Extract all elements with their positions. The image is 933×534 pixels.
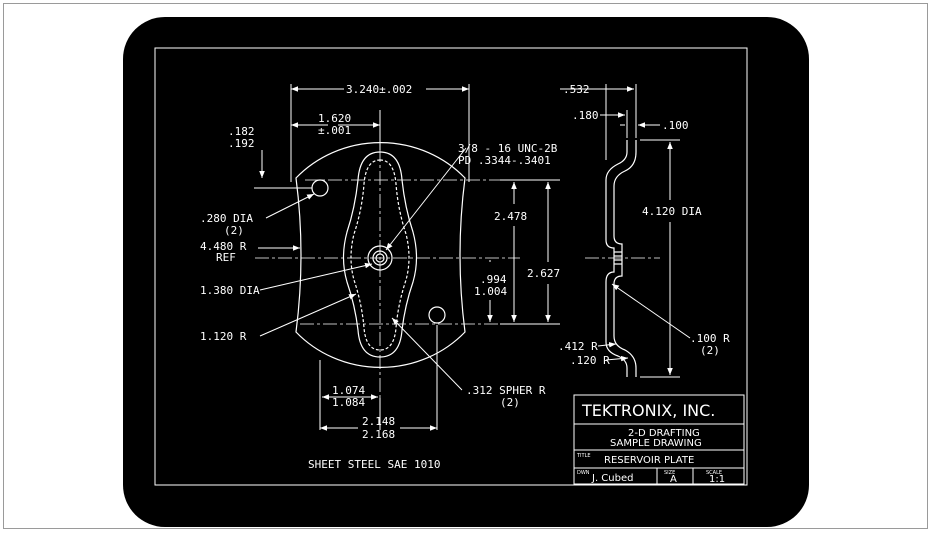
size-value: A [670,474,677,485]
label-side-r120: .120 R [570,354,610,367]
dwn-value: J. Cubed [591,473,633,484]
leader-inner-radius [259,293,357,337]
label-spher: .312 SPHER R [466,384,546,397]
leader-side-r100 [611,283,691,339]
label-inner-radius: 1.120 R [200,330,247,343]
label-bottom-a: 2.148 [362,415,395,428]
title-desc-line1: 2-D DRAFTING [628,428,700,439]
label-hole-offset-b: .192 [228,137,255,150]
label-side-dia: 4.120 DIA [642,205,702,218]
small-hole-right [428,306,446,324]
title-value: RESERVOIR PLATE [604,455,694,466]
label-lower-a: 1.074 [332,384,365,397]
drawing-border [154,47,748,486]
label-overall-width: 3.240±.002 [346,83,412,96]
label-outer-radius-note: REF [216,251,236,264]
label-side-r100: .100 R [690,332,730,345]
title-label: TITLE [576,453,591,459]
size-label: SIZE [664,470,675,476]
label-pitch-dia: PD .3344-.3401 [458,154,551,167]
leader-spher [391,317,463,391]
label-side-532: .532 [563,83,590,96]
label-side-r412: .412 R [558,340,598,353]
label-spher-qty: (2) [500,396,520,409]
leader-side-r412 [597,341,617,348]
label-v-994: .994 [480,273,507,286]
label-small-hole-qty: (2) [224,224,244,237]
label-lower-b: 1.084 [332,396,365,409]
leader-thread [385,147,467,251]
label-thread: 3/8 - 16 UNC-2B [458,142,558,155]
label-v-2478: 2.478 [494,210,527,223]
label-side-r100-qty: (2) [700,344,720,357]
label-outer-radius: 4.480 R [200,240,247,253]
label-v-2627: 2.627 [527,267,560,280]
title-block [573,394,745,485]
leader-small-hole [265,193,315,219]
label-hole-offset-a: .182 [228,125,255,138]
label-bottom-b: 2.168 [362,428,395,441]
scale-value: 1:1 [709,474,725,485]
leader-side-r120 [605,355,629,362]
title-desc-line2: SAMPLE DRAWING [610,438,702,449]
label-small-hole: .280 DIA [200,212,253,225]
dwn-label: DWN [577,470,590,476]
material-note: SHEET STEEL SAE 1010 [308,458,440,471]
display-screen [123,17,809,527]
label-side-100: .100 [662,119,689,132]
label-center-dia: 1.380 DIA [200,284,260,297]
label-side-180: .180 [572,109,599,122]
label-half-width: 1.620 [318,112,351,125]
label-v-1004: 1.004 [474,285,507,298]
label-half-width-tol: ±.001 [318,124,351,137]
title-company: TEKTRONIX, INC. [581,401,715,420]
leader-center-dia [259,262,373,291]
scale-label: SCALE [706,470,722,476]
page-border [3,3,928,529]
